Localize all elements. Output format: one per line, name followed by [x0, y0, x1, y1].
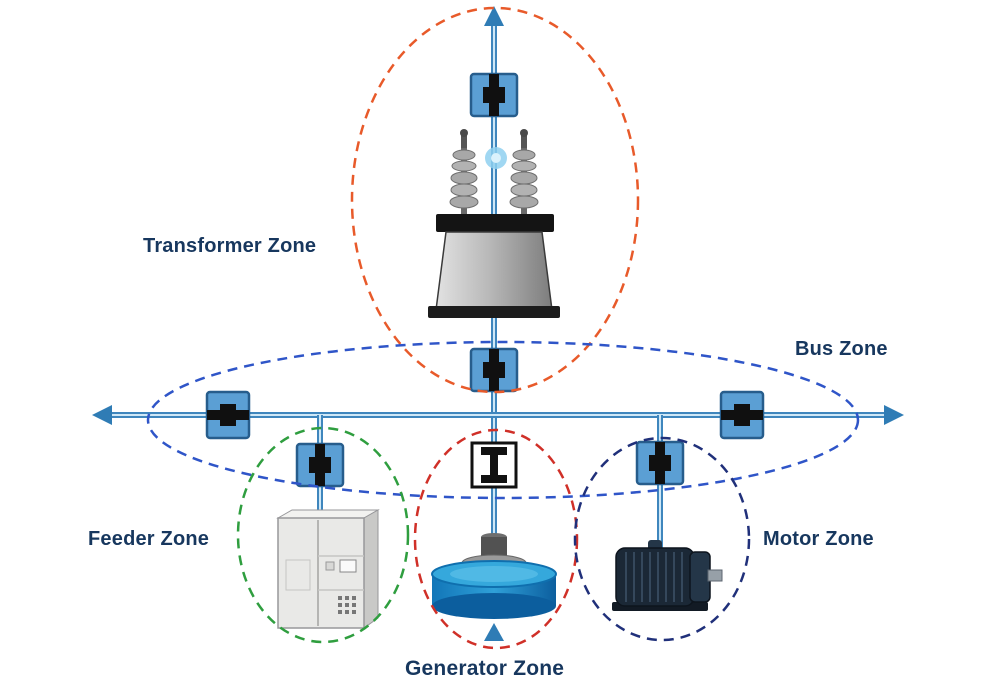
feeder-switchgear-icon: [276, 509, 380, 629]
bus-zone-boundary: [146, 340, 860, 500]
motor-icon: [612, 540, 723, 611]
bus-zone-label: Bus Zone: [795, 338, 888, 360]
transformer-zone-boundary: [350, 6, 640, 394]
feeder-zone-boundary: [236, 426, 410, 644]
circuit-breaker-icon: [295, 442, 345, 488]
generator-icon: [431, 533, 557, 619]
generator-zone-boundary: [413, 428, 579, 650]
feeder-zone-label: Feeder Zone: [88, 528, 210, 550]
generator-zone-label: Generator Zone: [405, 657, 565, 680]
transformer-icon: [428, 129, 560, 318]
circuit-breaker-icon: [205, 390, 251, 440]
circuit-breaker-icon: [469, 72, 519, 118]
circuit-breaker-icon: [635, 440, 685, 486]
top-arrow-icon: [484, 6, 504, 26]
motor-zone-boundary: [573, 436, 751, 642]
generator-arrow-icon: [484, 623, 504, 641]
circuit-breaker-icon: [719, 390, 765, 440]
motor-zone-label: Motor Zone: [763, 528, 874, 550]
bus-left-arrow-icon: [92, 405, 112, 425]
generator-breaker-icon: [470, 441, 518, 489]
transformer-zone-label: Transformer Zone: [143, 235, 317, 257]
bus-right-arrow-icon: [884, 405, 904, 425]
circuit-breaker-icon: [469, 347, 519, 393]
